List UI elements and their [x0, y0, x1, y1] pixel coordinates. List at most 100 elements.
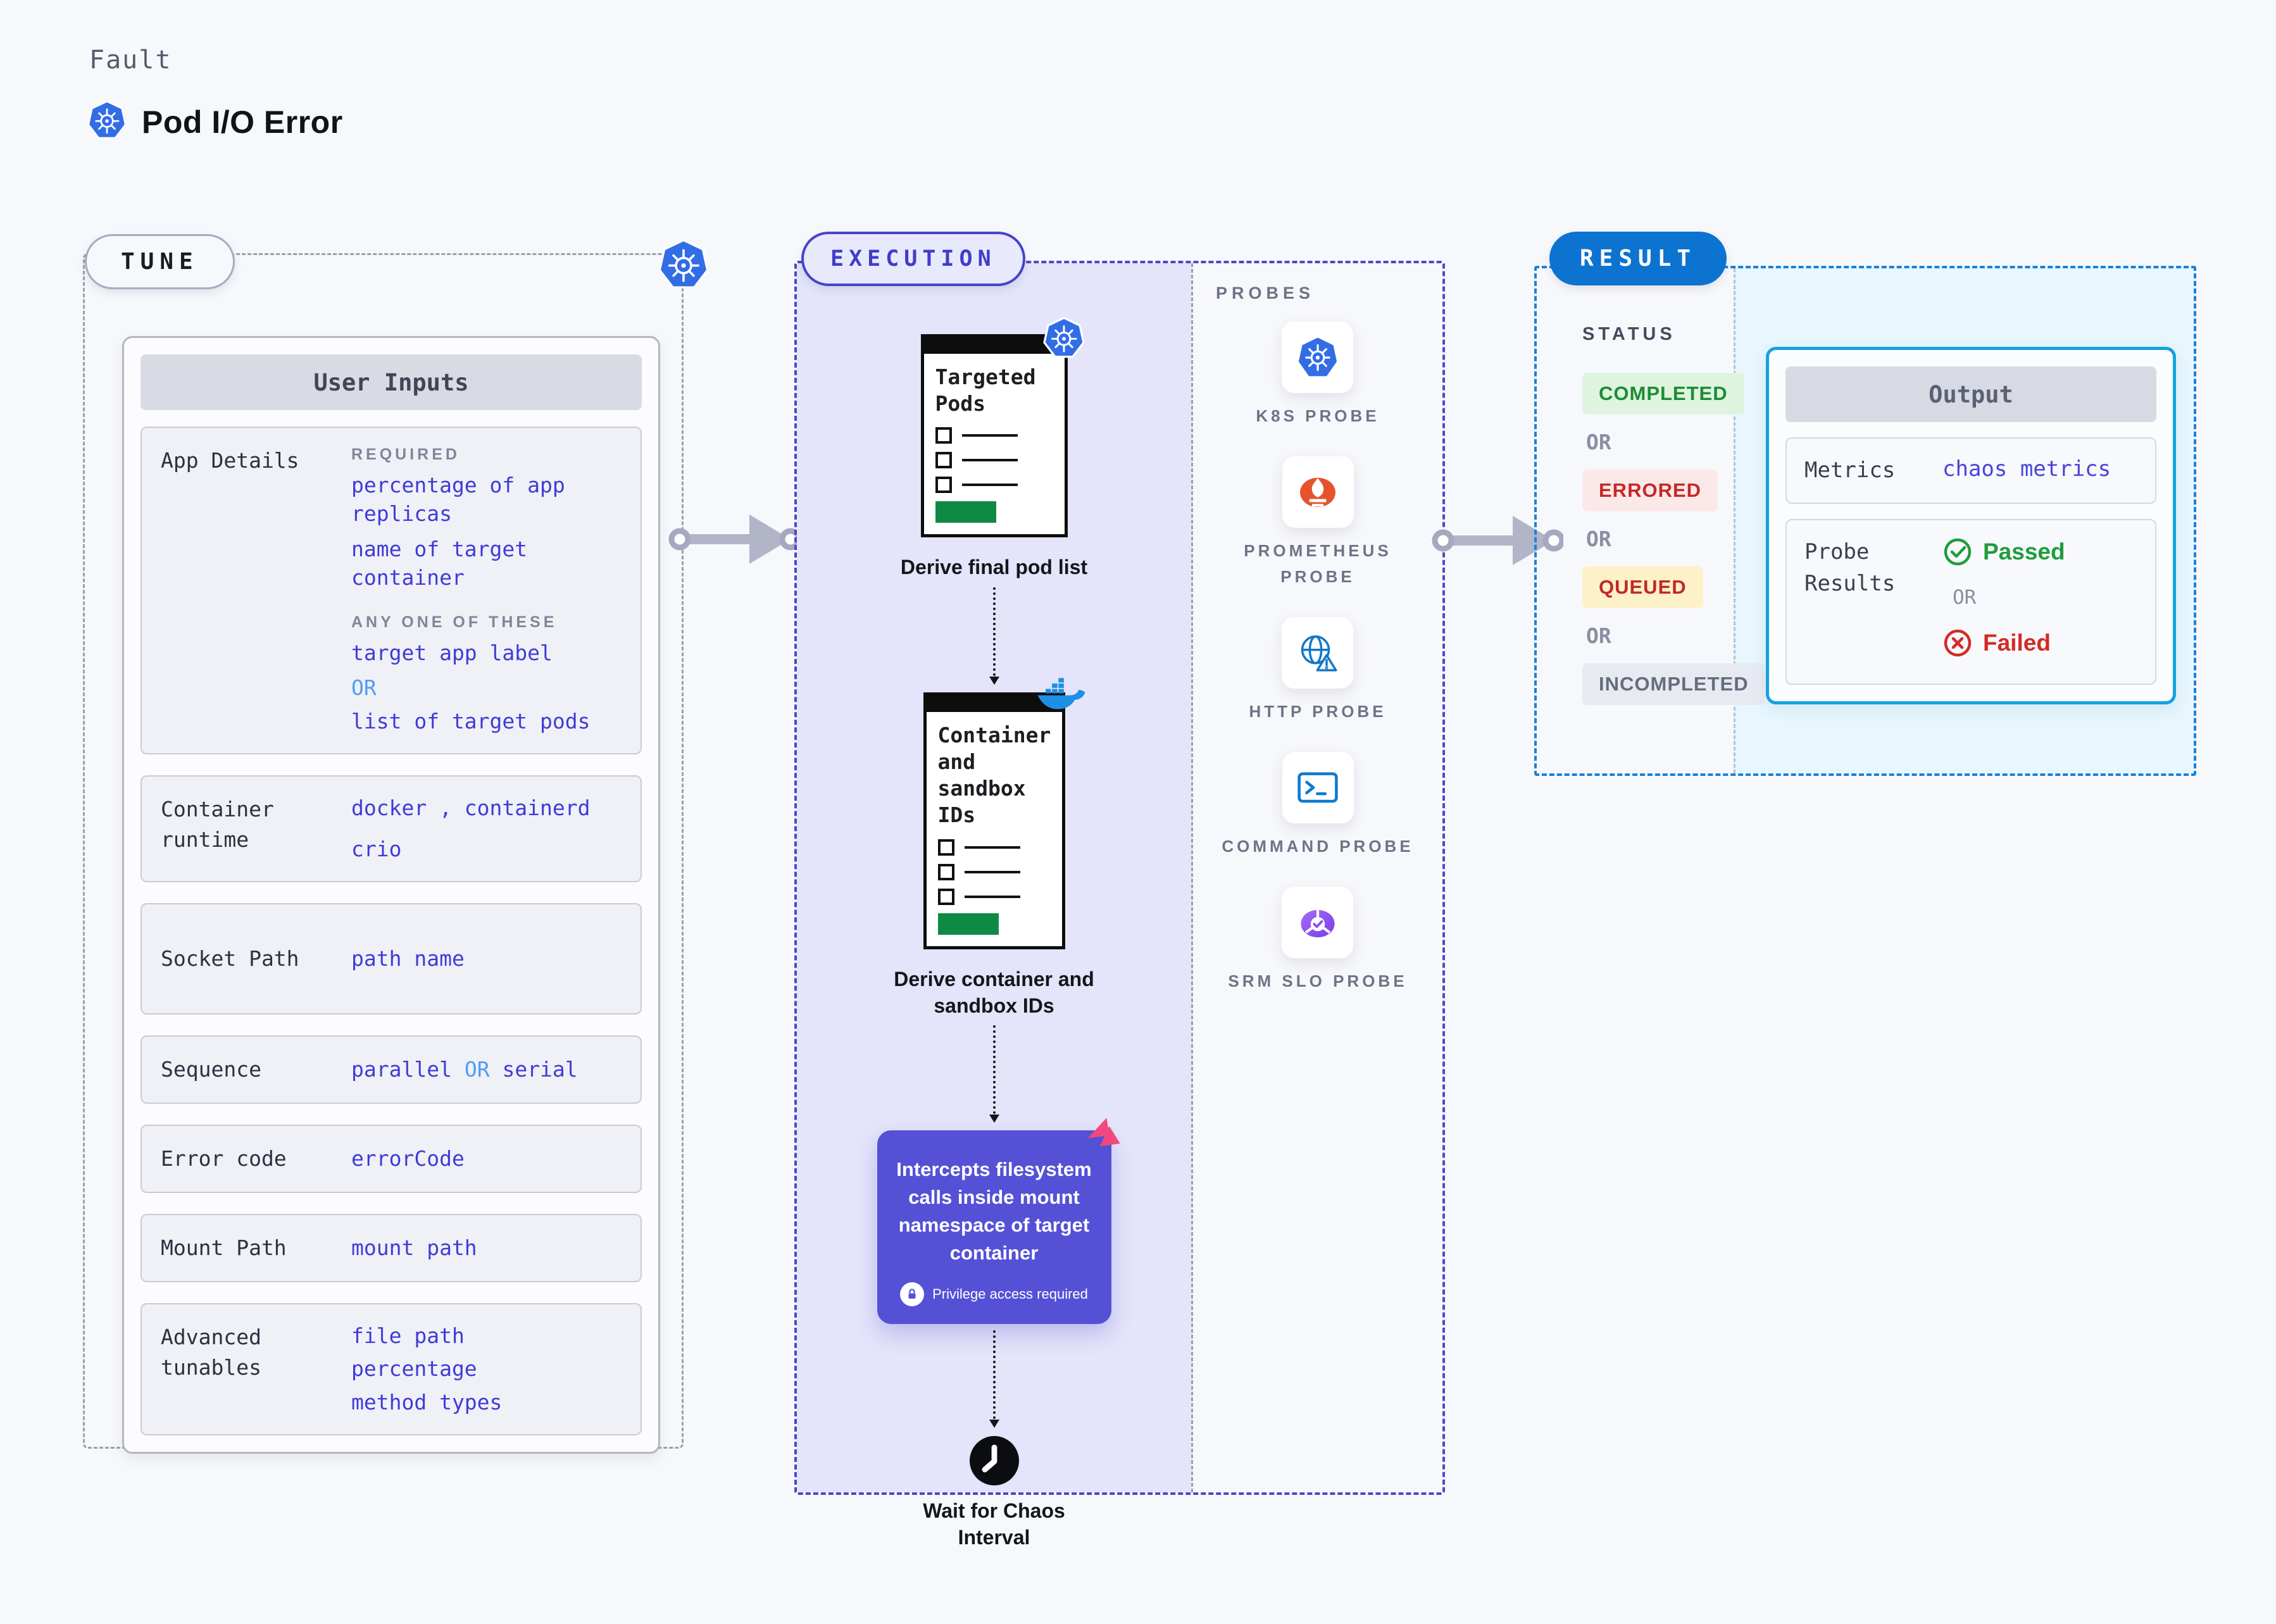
row-label: Mount Path — [161, 1235, 287, 1260]
x-circle-icon — [1944, 630, 1972, 657]
row-value: docker , containerd — [351, 796, 591, 821]
row-label: App Details — [161, 448, 299, 473]
probe-item-srm-slo: SRM SLO PROBE — [1228, 887, 1407, 994]
metrics-row: Metrics chaos metrics — [1785, 437, 2156, 504]
row-value: target app label — [351, 640, 553, 666]
status-badge-queued: QUEUED — [1582, 566, 1703, 608]
row-label: Socket Path — [161, 946, 299, 971]
checklist — [935, 427, 1053, 523]
row-value: errorCode — [351, 1146, 465, 1171]
or-separator: OR — [1586, 527, 1611, 551]
row-value: percentage of app replicas — [351, 473, 565, 526]
row-label: Advanced tunables — [161, 1324, 261, 1380]
kubernetes-icon — [658, 239, 709, 291]
privilege-text: Privilege access required — [932, 1286, 1088, 1302]
checklist — [937, 839, 1051, 935]
check-circle-icon — [1944, 539, 1972, 566]
user-inputs-card: User Inputs App Details REQUIRED percent… — [122, 336, 660, 1454]
output-card: Output Metrics chaos metrics Probe Resul… — [1766, 347, 2176, 705]
row-container-runtime: Container runtime docker , containerd cr… — [141, 775, 642, 883]
step-caption: Wait for Chaos Interval — [923, 1499, 1065, 1549]
clock-icon — [969, 1435, 1020, 1486]
failed-text: Failed — [1983, 630, 2051, 656]
row-mount-path: Mount Path mount path — [141, 1213, 642, 1282]
metrics-value: chaos metrics — [1942, 456, 2111, 482]
page-title: Pod I/O Error — [142, 104, 343, 140]
arrow-tune-to-execution — [668, 515, 800, 564]
page-title-row: Pod I/O Error — [87, 100, 343, 144]
user-inputs-header: User Inputs — [141, 354, 642, 410]
metrics-label: Metrics — [1804, 458, 1896, 483]
execution-panel: Targeted Pods Derive final pod list — [794, 261, 1445, 1549]
row-value: mount path — [351, 1235, 477, 1260]
row-value: list of target pods — [351, 708, 591, 734]
passed-text: Passed — [1983, 539, 2065, 565]
status-column: STATUS COMPLETED OR ERRORED OR QUEUED OR… — [1582, 324, 1765, 705]
tune-panel: User Inputs App Details REQUIRED percent… — [83, 253, 684, 1454]
or-separator: OR — [351, 675, 377, 700]
row-label: Error code — [161, 1146, 287, 1171]
kubernetes-icon — [87, 100, 127, 144]
chaos-icon — [1082, 1114, 1123, 1154]
row-error-code: Error code errorCode — [141, 1125, 642, 1193]
http-globe-icon — [1282, 616, 1354, 689]
output-header: Output — [1785, 366, 2156, 422]
privilege-row: Privilege access required — [894, 1282, 1095, 1307]
probe-results-label: Probe Results — [1804, 539, 1896, 596]
flow-connector — [989, 587, 999, 685]
docker-icon — [1037, 677, 1086, 715]
progress-bar — [935, 501, 996, 523]
row-socket-path: Socket Path path name — [141, 903, 642, 1015]
row-advanced-tunables: Advanced tunables file path percentage m… — [141, 1302, 642, 1436]
doc-title: Container and sandbox IDs — [937, 722, 1051, 828]
prometheus-icon — [1282, 456, 1354, 528]
lock-icon — [900, 1282, 925, 1307]
execution-flow: Targeted Pods Derive final pod list — [797, 263, 1191, 1551]
probes-column: PROBES K — [1191, 263, 1442, 1492]
row-value: name of target container — [351, 537, 528, 590]
row-value: file path — [351, 1323, 465, 1348]
row-sequence: Sequence parallel OR serial — [141, 1035, 642, 1104]
probe-item-http: HTTP PROBE — [1249, 616, 1387, 724]
fault-eyebrow: Fault — [89, 46, 172, 75]
status-badge-errored: ERRORED — [1582, 470, 1718, 511]
status-label: STATUS — [1582, 324, 1676, 344]
result-pill: RESULT — [1549, 232, 1727, 285]
probe-item-command: COMMAND PROBE — [1222, 752, 1413, 859]
or-separator: OR — [1953, 586, 1977, 609]
probe-result-failed: Failed — [1942, 628, 2065, 658]
probe-results-row: Probe Results Passed OR Failed — [1785, 519, 2156, 685]
container-sandbox-ids-card: Container and sandbox IDs — [923, 678, 1085, 949]
probe-label: HTTP PROBE — [1249, 701, 1387, 721]
or-separator: OR — [1586, 430, 1611, 454]
probes-label: PROBES — [1216, 284, 1315, 303]
intercept-step-card: Intercepts filesystem calls inside mount… — [877, 1118, 1120, 1325]
targeted-pods-card: Targeted Pods — [920, 316, 1085, 538]
probe-label: K8S PROBE — [1256, 406, 1380, 425]
kubernetes-icon — [1282, 322, 1354, 393]
row-value: crio — [351, 836, 402, 861]
row-value: method types — [351, 1389, 503, 1415]
step-caption: Derive final pod list — [900, 556, 1088, 579]
tune-pill: TUNE — [85, 234, 235, 289]
flow-connector — [989, 1330, 999, 1428]
probe-item-prometheus: PROMETHEUS PROBE — [1213, 456, 1422, 589]
step-caption: Derive container and sandbox IDs — [894, 967, 1094, 1017]
probe-label: PROMETHEUS PROBE — [1244, 541, 1392, 586]
probe-label: COMMAND PROBE — [1222, 837, 1414, 856]
progress-bar — [937, 913, 999, 935]
doc-title: Targeted Pods — [935, 365, 1036, 416]
arrow-execution-to-result — [1432, 516, 1563, 565]
kubernetes-icon — [1042, 316, 1085, 360]
or-separator: OR — [1586, 623, 1611, 648]
row-value: parallel OR serial — [351, 1056, 578, 1082]
row-label: Sequence — [161, 1057, 261, 1082]
execution-pill: EXECUTION — [801, 232, 1025, 286]
row-label: Container runtime — [161, 797, 274, 853]
any-one-caption: ANY ONE OF THESE — [351, 613, 558, 632]
probe-label: SRM SLO PROBE — [1228, 971, 1408, 991]
row-value: path name — [351, 946, 465, 971]
user-inputs-rows: App Details REQUIRED percentage of app r… — [141, 427, 642, 1436]
terminal-icon — [1282, 752, 1354, 824]
row-app-details: App Details REQUIRED percentage of app r… — [141, 427, 642, 755]
